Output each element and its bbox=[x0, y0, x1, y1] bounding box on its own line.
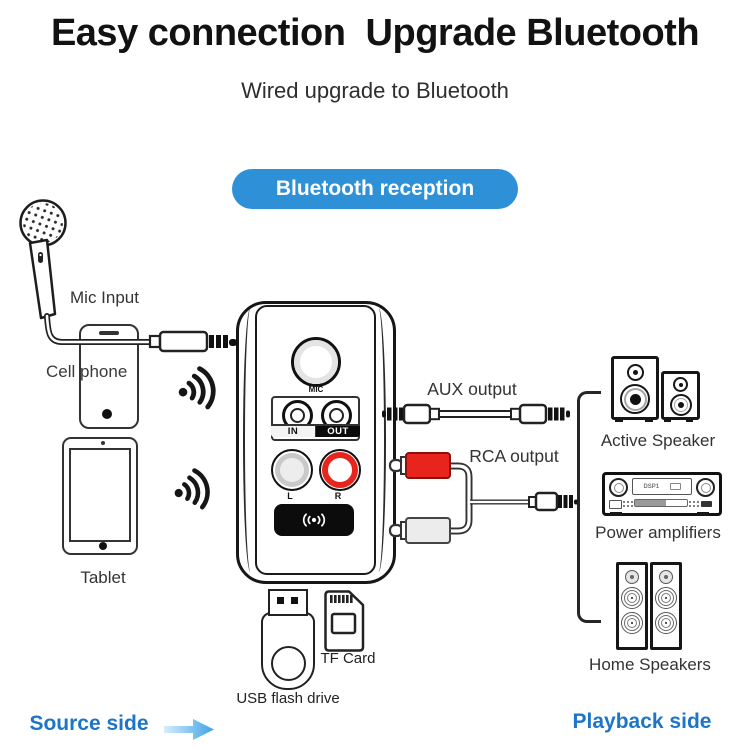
active-speaker-illustration bbox=[611, 356, 659, 420]
amp-switch bbox=[701, 501, 712, 507]
device-shell-curve bbox=[243, 308, 258, 572]
cellphone-label: Cell phone bbox=[46, 362, 128, 381]
rca-left-label: L bbox=[287, 491, 293, 501]
aux-output-label: AUX output bbox=[427, 379, 517, 399]
tower-woofer bbox=[655, 612, 677, 634]
right-arrow-icon bbox=[164, 719, 214, 740]
usb-connector bbox=[268, 589, 308, 616]
grouping-bracket bbox=[577, 391, 601, 623]
amp-port bbox=[609, 500, 622, 509]
tf-card-pins bbox=[330, 595, 353, 603]
aux-plug-icon bbox=[528, 491, 578, 512]
aux-cable-icon bbox=[382, 403, 570, 425]
home-speakers-illustration bbox=[616, 562, 648, 650]
speaker-foot bbox=[686, 418, 693, 422]
mic-knob-label: MIC bbox=[308, 385, 324, 394]
speaker-woofer bbox=[620, 384, 650, 414]
home-speakers-label: Home Speakers bbox=[589, 655, 711, 674]
amp-buttons bbox=[688, 500, 699, 508]
amp-foot bbox=[610, 512, 622, 516]
tower-tweeter bbox=[625, 570, 639, 584]
amp-slider bbox=[634, 499, 688, 507]
source-side-label: Source side bbox=[29, 712, 149, 735]
tower-woofer bbox=[621, 612, 643, 634]
wireless-signal-icon bbox=[174, 468, 210, 510]
usb-keyring-hole bbox=[271, 646, 306, 681]
rca-right-label: R bbox=[334, 491, 342, 501]
speaker-foot bbox=[615, 418, 623, 422]
tablet-screen bbox=[69, 448, 131, 542]
aux-plug-icon bbox=[148, 330, 237, 353]
wireless-signal-icon bbox=[178, 366, 216, 410]
rca-red-plug bbox=[388, 452, 451, 479]
usb-pin bbox=[291, 597, 298, 604]
usb-flash-drive-label: USB flash drive bbox=[236, 690, 340, 707]
speaker-tweeter bbox=[673, 377, 688, 392]
amp-display-glyph bbox=[669, 483, 681, 490]
out-label: OUT bbox=[316, 424, 360, 437]
tablet-label: Tablet bbox=[80, 568, 126, 587]
rca-right-jack bbox=[319, 449, 361, 491]
tower-woofer bbox=[621, 587, 643, 609]
speaker-foot bbox=[645, 418, 653, 422]
usb-pin bbox=[277, 597, 284, 604]
mic-cable bbox=[44, 313, 153, 345]
power-amplifiers-label: Power amplifiers bbox=[595, 523, 721, 542]
microphone-icon bbox=[19, 199, 237, 353]
rca-left-jack bbox=[271, 449, 313, 491]
device-shell-curve bbox=[371, 308, 386, 572]
amp-buttons bbox=[622, 500, 633, 508]
tower-woofer bbox=[655, 587, 677, 609]
active-speaker-small-illustration bbox=[661, 371, 700, 420]
tower-tweeter bbox=[659, 570, 673, 584]
amp-display: DSP1 bbox=[632, 478, 692, 495]
mic-switch bbox=[38, 252, 43, 263]
nfc-pad bbox=[274, 504, 354, 536]
speaker-woofer bbox=[669, 394, 692, 416]
bluetooth-reception-badge: Bluetooth reception bbox=[232, 169, 518, 209]
page-subtitle: Wired upgrade to Bluetooth bbox=[241, 78, 509, 103]
mic-volume-knob bbox=[291, 337, 341, 387]
speaker-foot bbox=[664, 418, 671, 422]
playback-side-label: Playback side bbox=[572, 710, 712, 733]
tablet-camera-dot bbox=[101, 441, 105, 445]
nfc-icon bbox=[302, 513, 326, 527]
amp-foot bbox=[697, 512, 709, 516]
page-title: Easy connection Upgrade Bluetooth bbox=[50, 12, 700, 54]
tf-card-illustration bbox=[324, 590, 365, 652]
tablet-home-button bbox=[99, 542, 107, 550]
rca-white-plug bbox=[388, 517, 451, 544]
active-speaker-label: Active Speaker bbox=[600, 431, 716, 450]
in-label: IN bbox=[271, 424, 316, 437]
amp-display-text: DSP1 bbox=[643, 483, 660, 490]
home-speakers-illustration bbox=[650, 562, 682, 650]
mic-input-label: Mic Input bbox=[70, 288, 139, 307]
phone-home-button bbox=[102, 409, 112, 419]
rca-output-label: RCA output bbox=[469, 446, 559, 466]
tf-card-label: TF Card bbox=[320, 650, 376, 667]
speaker-tweeter bbox=[626, 364, 644, 381]
jack-labels-strip: IN OUT bbox=[271, 424, 360, 437]
amp-knob bbox=[609, 478, 628, 497]
rca-cable-icon bbox=[388, 452, 578, 544]
phone-speaker-slit bbox=[99, 331, 119, 335]
amp-knob bbox=[696, 478, 715, 497]
